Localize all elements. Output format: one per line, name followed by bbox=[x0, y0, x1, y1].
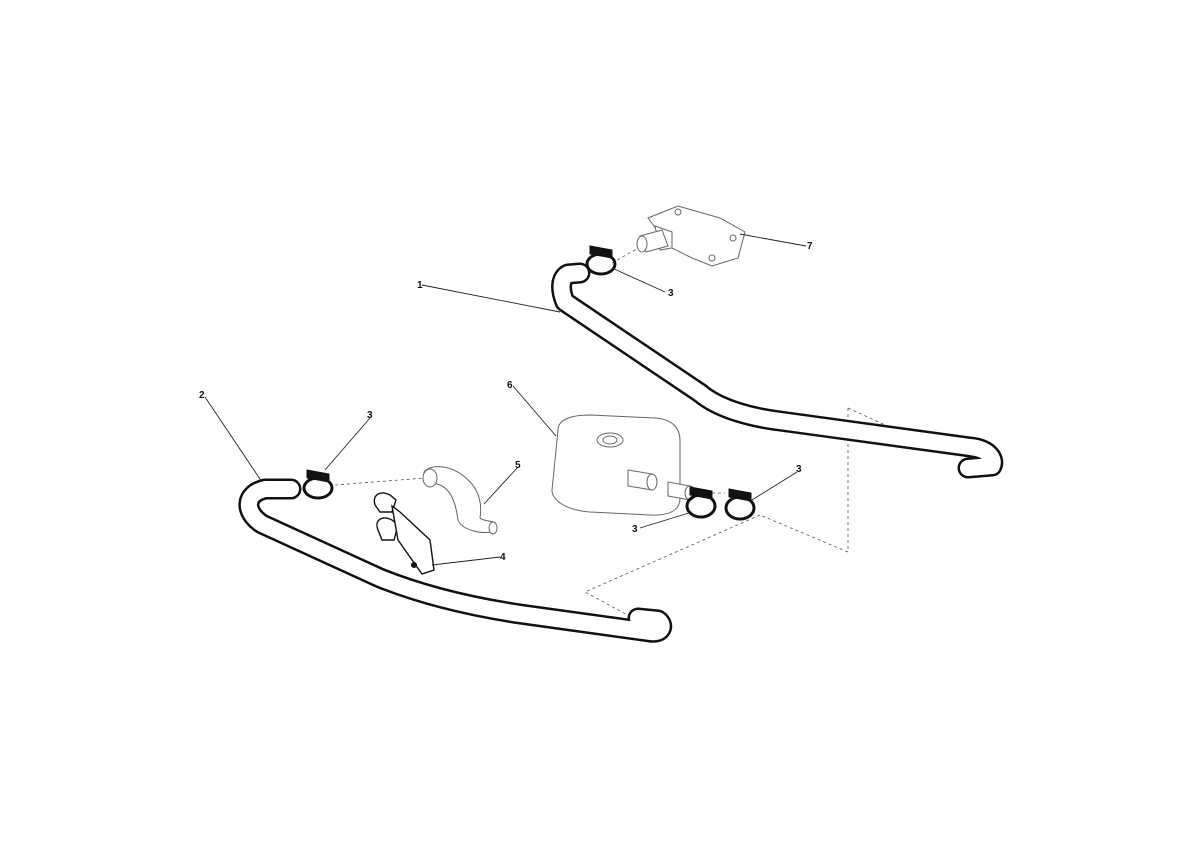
thermostat-cover bbox=[636, 205, 746, 267]
elbow-pipe bbox=[422, 466, 498, 535]
hose-clamp-left bbox=[302, 469, 334, 500]
callout-oil-cooler: 6 bbox=[507, 380, 513, 391]
callout-hose-lower: 2 bbox=[199, 390, 205, 401]
hose-clamp-cooler-outer bbox=[724, 488, 756, 521]
callout-clamp-upper: 3 bbox=[668, 288, 674, 299]
hose-bracket bbox=[373, 492, 435, 575]
hose-clamp-cooler-inner bbox=[685, 486, 717, 519]
callout-elbow-pipe: 5 bbox=[515, 460, 521, 471]
callout-clamp-cooler-outer: 3 bbox=[796, 464, 802, 475]
callout-thermostat-cover: 7 bbox=[807, 241, 813, 252]
coolant-hose-lower bbox=[238, 478, 673, 643]
callout-hose-upper: 1 bbox=[417, 280, 423, 291]
leader-lines bbox=[204, 233, 807, 566]
oil-cooler bbox=[551, 414, 696, 516]
coolant-hose-upper bbox=[551, 262, 1004, 479]
callout-clamp-cooler-inner: 3 bbox=[632, 524, 638, 535]
callout-bracket: 4 bbox=[500, 552, 506, 563]
hose-clamp-upper bbox=[585, 245, 617, 276]
callout-labels: 1 2 3 3 3 3 4 5 6 7 bbox=[199, 241, 813, 563]
callout-clamp-left: 3 bbox=[367, 410, 373, 421]
